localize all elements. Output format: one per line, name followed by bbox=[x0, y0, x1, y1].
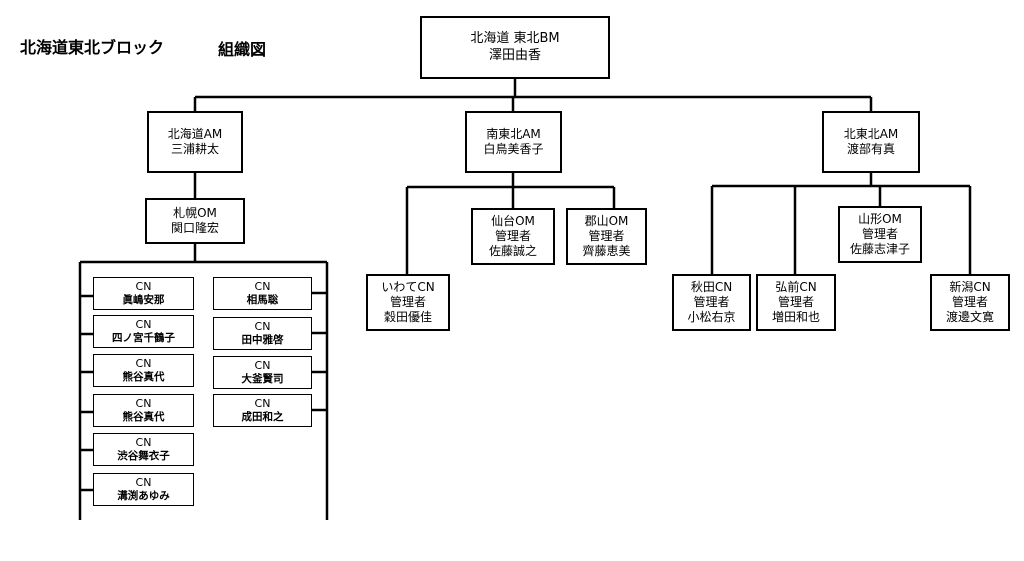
cn-box: CN 眞嶋安那 bbox=[93, 277, 194, 310]
cn-role: CN bbox=[135, 317, 152, 331]
cn-name: 溝渕あゆみ bbox=[117, 489, 170, 502]
unit-box-sendai: 仙台OM 管理者 佐藤誠之 bbox=[471, 208, 555, 265]
am-role: 北東北AM bbox=[843, 127, 899, 141]
chart-subtitle: 組織図 bbox=[218, 40, 267, 59]
unit-box-akita: 秋田CN 管理者 小松右京 bbox=[672, 274, 751, 331]
cn-name: 大釜賢司 bbox=[241, 372, 284, 385]
unit-name: 穀田優佳 bbox=[383, 310, 432, 324]
unit-box-iwate: いわてCN 管理者 穀田優佳 bbox=[366, 274, 450, 331]
am-box-south-tohoku: 南東北AM 白鳥美香子 bbox=[465, 111, 562, 173]
cn-name: 渋谷舞衣子 bbox=[117, 449, 170, 462]
unit-box-niigata: 新潟CN 管理者 渡邊文寛 bbox=[930, 274, 1010, 331]
cn-name: 成田和之 bbox=[241, 410, 284, 423]
am-role: 南東北AM bbox=[486, 127, 541, 141]
unit-role: 新潟CN bbox=[949, 280, 991, 294]
unit-title: 管理者 bbox=[861, 227, 898, 241]
unit-name: 佐藤志津子 bbox=[849, 242, 910, 256]
unit-name: 齊藤恵美 bbox=[582, 244, 631, 258]
cn-box: CN 相馬聡 bbox=[213, 277, 312, 310]
cn-box: CN 熊谷真代 bbox=[93, 394, 194, 427]
om-name: 関口隆宏 bbox=[170, 221, 219, 235]
cn-role: CN bbox=[254, 396, 271, 410]
am-name: 渡部有真 bbox=[846, 142, 895, 156]
unit-box-hirosaki: 弘前CN 管理者 増田和也 bbox=[756, 274, 836, 331]
unit-title: 管理者 bbox=[494, 229, 531, 243]
cn-box: CN 四ノ宮千鶴子 bbox=[93, 315, 194, 348]
unit-role: 仙台OM bbox=[491, 214, 535, 228]
cn-role: CN bbox=[135, 435, 152, 449]
cn-box: CN 大釜賢司 bbox=[213, 356, 312, 389]
cn-role: CN bbox=[135, 475, 152, 489]
cn-name: 田中雅啓 bbox=[241, 333, 284, 346]
unit-title: 管理者 bbox=[693, 295, 730, 309]
cn-name: 熊谷真代 bbox=[122, 410, 165, 423]
unit-role: 弘前CN bbox=[775, 280, 817, 294]
cn-box: CN 溝渕あゆみ bbox=[93, 473, 194, 506]
am-role: 北海道AM bbox=[167, 127, 223, 141]
om-role: 札幌OM bbox=[173, 206, 217, 220]
unit-title: 管理者 bbox=[951, 295, 988, 309]
unit-title: 管理者 bbox=[777, 295, 814, 309]
unit-name: 小松右京 bbox=[687, 310, 736, 324]
cn-name: 相馬聡 bbox=[246, 293, 279, 306]
unit-role: 山形OM bbox=[858, 212, 902, 226]
am-box-north-tohoku: 北東北AM 渡部有真 bbox=[822, 111, 920, 173]
unit-name: 佐藤誠之 bbox=[488, 244, 537, 258]
cn-box: CN 渋谷舞衣子 bbox=[93, 433, 194, 466]
cn-box: CN 熊谷真代 bbox=[93, 354, 194, 387]
chart-title: 北海道東北ブロック bbox=[20, 38, 165, 57]
cn-role: CN bbox=[135, 279, 152, 293]
cn-role: CN bbox=[254, 358, 271, 372]
cn-name: 熊谷真代 bbox=[122, 370, 165, 383]
unit-role: 郡山OM bbox=[584, 214, 629, 228]
unit-role: 秋田CN bbox=[690, 280, 733, 294]
bm-name: 澤田由香 bbox=[488, 47, 541, 63]
cn-role: CN bbox=[135, 396, 152, 410]
cn-name: 眞嶋安那 bbox=[122, 293, 165, 306]
cn-role: CN bbox=[254, 279, 271, 293]
am-name: 白鳥美香子 bbox=[483, 142, 544, 156]
bm-role: 北海道 東北BM bbox=[470, 30, 560, 46]
cn-box: CN 成田和之 bbox=[213, 394, 312, 427]
unit-box-yamagata: 山形OM 管理者 佐藤志津子 bbox=[838, 206, 922, 263]
unit-name: 増田和也 bbox=[771, 310, 820, 324]
unit-title: 管理者 bbox=[389, 295, 426, 309]
unit-title: 管理者 bbox=[588, 229, 625, 243]
cn-box: CN 田中雅啓 bbox=[213, 317, 312, 350]
cn-name: 四ノ宮千鶴子 bbox=[112, 331, 175, 344]
cn-role: CN bbox=[135, 356, 152, 370]
unit-role: いわてCN bbox=[381, 280, 435, 294]
unit-box-koriyama: 郡山OM 管理者 齊藤恵美 bbox=[566, 208, 647, 265]
om-box-sapporo: 札幌OM 関口隆宏 bbox=[145, 198, 245, 244]
am-box-hokkaido: 北海道AM 三浦耕太 bbox=[147, 111, 243, 173]
am-name: 三浦耕太 bbox=[170, 142, 219, 156]
cn-role: CN bbox=[254, 319, 271, 333]
bm-box: 北海道 東北BM 澤田由香 bbox=[420, 16, 610, 79]
unit-name: 渡邊文寛 bbox=[945, 310, 994, 324]
